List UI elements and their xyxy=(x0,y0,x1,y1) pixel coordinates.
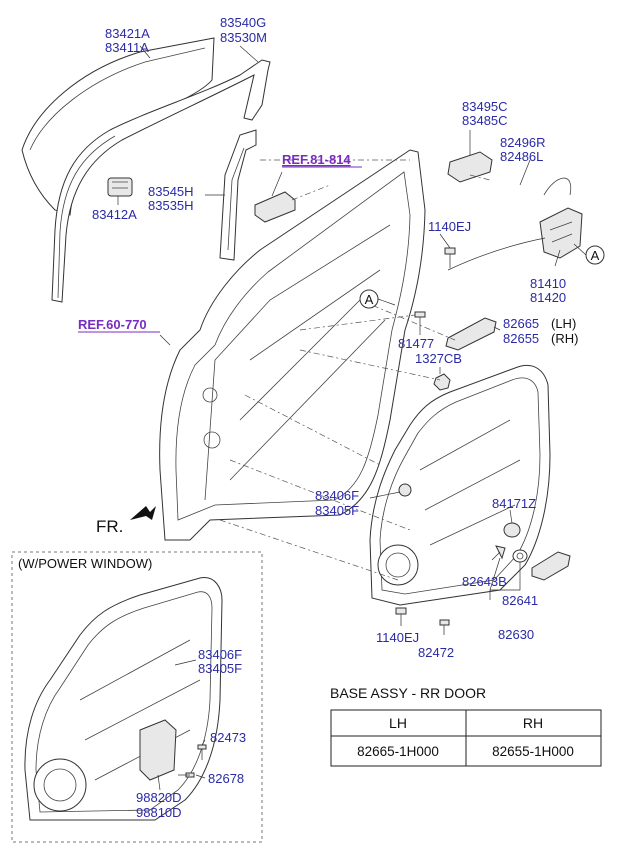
clip-82643b xyxy=(495,545,506,560)
screw-81477 xyxy=(414,311,426,330)
label-83411a: 83411A xyxy=(105,40,149,55)
glass-run-channel xyxy=(51,59,271,303)
label-83545h: 83545H xyxy=(148,184,194,199)
marker-a-left-text: A xyxy=(365,292,374,307)
window-motor xyxy=(139,719,177,781)
label-82641: 82641 xyxy=(502,593,538,608)
table-title: BASE ASSY - RR DOOR xyxy=(330,685,486,701)
marker-a-right: A xyxy=(573,243,605,265)
door-latch xyxy=(447,177,583,271)
ring-82641 xyxy=(512,549,528,563)
label-82665: 82665 xyxy=(503,316,539,331)
table-header-lh: LH xyxy=(389,715,407,731)
ref-60-770: REF.60-770 xyxy=(78,317,147,332)
label-83485c: 83485C xyxy=(462,113,508,128)
label-83495c: 83495C xyxy=(462,99,508,114)
label-1140ej-bottom: 1140EJ xyxy=(376,630,419,645)
label-82630: 82630 xyxy=(498,627,534,642)
door-module-panel xyxy=(369,364,551,606)
label-83406f-inset: 83406F xyxy=(198,647,242,662)
label-98810d: 98810D xyxy=(136,805,182,820)
label-82486l: 82486L xyxy=(500,149,543,164)
label-81477: 81477 xyxy=(398,336,434,351)
front-direction-text: FR. xyxy=(96,517,123,536)
label-82643b: 82643B xyxy=(462,574,507,589)
marker-a-left: A xyxy=(359,289,396,309)
nut-1327cb xyxy=(433,373,451,391)
assembly-lines xyxy=(219,159,491,581)
label-81420: 81420 xyxy=(530,290,566,305)
label-83405f-inset: 83405F xyxy=(198,661,242,676)
label-83406f-main: 83406F xyxy=(315,488,359,503)
door-body xyxy=(159,149,426,541)
label-81410: 81410 xyxy=(530,276,566,291)
label-83405f-main: 83405F xyxy=(315,503,359,518)
power-window-inset: (W/POWER WINDOW) xyxy=(11,551,263,843)
label-82678: 82678 xyxy=(208,771,244,786)
handle-82630 xyxy=(531,551,571,581)
label-82496r: 82496R xyxy=(500,135,546,150)
label-84171z: 84171Z xyxy=(492,496,536,511)
rear-lower-channel xyxy=(219,129,257,261)
inside-handle-base xyxy=(445,317,497,351)
table-cell-lh: 82665-1H000 xyxy=(357,744,439,759)
label-83421a: 83421A xyxy=(105,26,150,41)
label-98820d: 98820D xyxy=(136,790,182,805)
front-arrow-icon xyxy=(130,506,156,520)
front-direction-indicator: FR. xyxy=(96,506,156,536)
label-82472: 82472 xyxy=(418,645,454,660)
label-1327cb: 1327CB xyxy=(415,351,462,366)
label-82665-side: (LH) xyxy=(551,316,576,331)
label-82473: 82473 xyxy=(210,730,246,745)
label-83412a: 83412A xyxy=(92,207,137,222)
label-83535h: 83535H xyxy=(148,198,194,213)
label-82655-side: (RH) xyxy=(551,331,578,346)
screw-1140ej-bottom xyxy=(395,607,407,626)
table-cell-rh: 82655-1H000 xyxy=(492,744,574,759)
screw-82472 xyxy=(439,619,450,635)
label-83540g: 83540G xyxy=(220,15,266,30)
connector-bracket xyxy=(447,151,493,183)
glass-clip xyxy=(107,177,133,197)
label-1140ej-top: 1140EJ xyxy=(428,219,471,234)
inset-title: (W/POWER WINDOW) xyxy=(18,556,152,571)
leader-lines xyxy=(117,45,561,600)
plug-84171z xyxy=(503,522,521,538)
marker-a-right-text: A xyxy=(591,248,600,263)
label-83530m: 83530M xyxy=(220,30,267,45)
label-82655: 82655 xyxy=(503,331,539,346)
latch-bracket-ref xyxy=(254,191,296,223)
parts-table: BASE ASSY - RR DOOR LH RH 82665-1H000 82… xyxy=(330,685,602,767)
ref-81-814: REF.81-814 xyxy=(282,152,351,167)
screw-1140ej-top xyxy=(444,247,456,268)
table-header-rh: RH xyxy=(523,715,543,731)
part-labels: 83421A 83411A 83540G 83530M 83412A 83545… xyxy=(78,15,578,820)
